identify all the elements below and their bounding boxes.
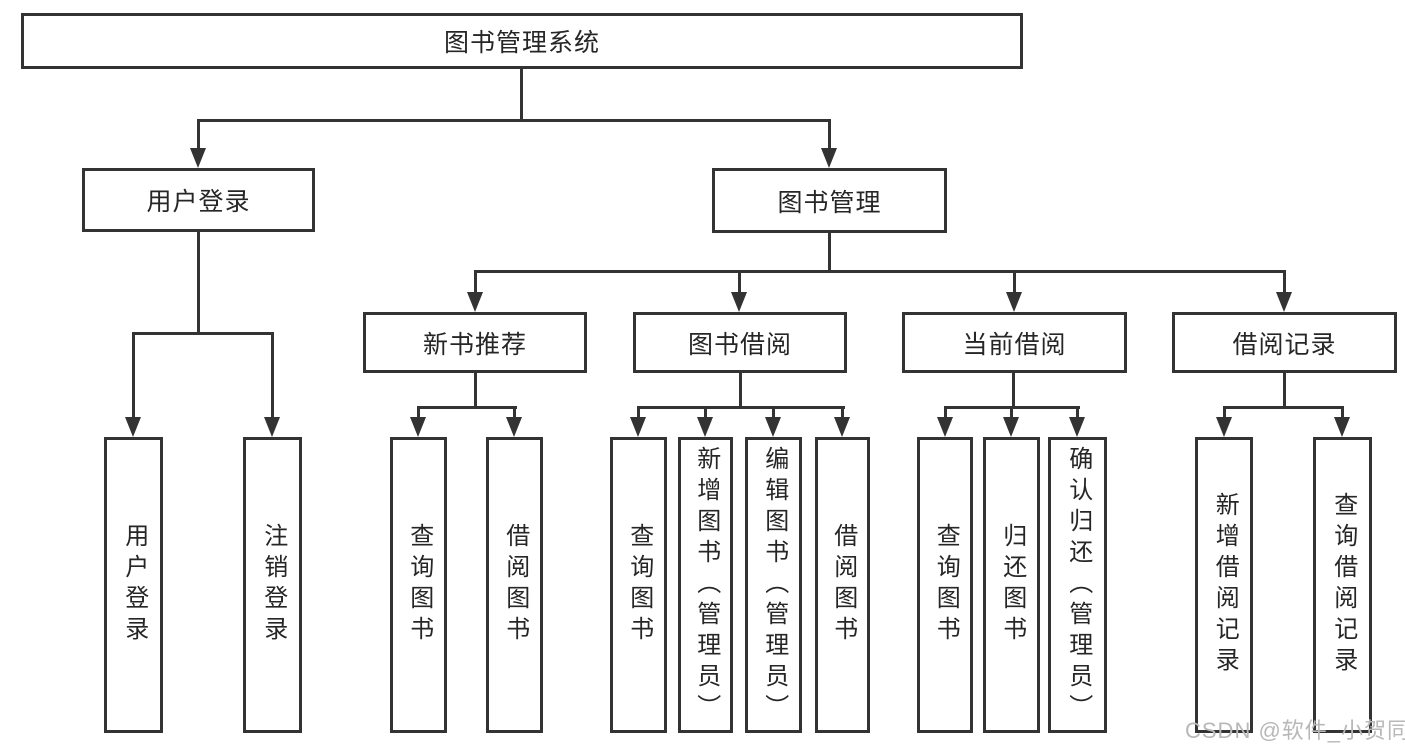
node-label: 图书借阅 — [687, 330, 792, 359]
arrow-down-icon — [697, 417, 713, 437]
leaf-query-books-current: 查询图书 — [917, 437, 973, 733]
connector-line — [637, 406, 640, 419]
connector-line — [1010, 406, 1013, 419]
arrow-down-icon — [765, 417, 781, 437]
connector-line — [841, 406, 844, 419]
leaf-label: 编辑图书（管理员） — [760, 445, 788, 725]
arrow-down-icon — [1003, 417, 1019, 437]
leaf-label: 借阅图书 — [829, 523, 857, 647]
arrow-down-icon — [125, 417, 141, 437]
connector-line — [132, 332, 135, 419]
leaf-return-books: 归还图书 — [983, 437, 1040, 733]
connector-line — [772, 406, 775, 419]
connector-line — [1341, 406, 1344, 419]
connector-line — [197, 119, 831, 122]
node-new-book-recommendation: 新书推荐 — [363, 312, 587, 373]
connector-line — [1283, 373, 1286, 409]
connector-line — [474, 270, 1286, 273]
connector-line — [197, 232, 200, 335]
connector-line — [474, 270, 477, 295]
csdn-watermark: CSDN @软件_小贺同学 — [1185, 718, 1405, 743]
arrow-down-icon — [190, 148, 206, 168]
arrow-down-icon — [467, 292, 483, 312]
arrow-down-icon — [1334, 417, 1350, 437]
connector-line — [417, 406, 517, 409]
node-library-management-system: 图书管理系统 — [21, 13, 1023, 69]
arrow-down-icon — [821, 148, 837, 168]
leaf-query-books-borrow: 查询图书 — [610, 437, 667, 733]
arrow-down-icon — [937, 417, 953, 437]
node-book-management: 图书管理 — [712, 168, 947, 233]
connector-line — [132, 332, 274, 335]
leaf-label: 查询借阅记录 — [1329, 492, 1357, 678]
arrow-down-icon — [1069, 417, 1085, 437]
leaf-label: 确认归还（管理员） — [1064, 445, 1092, 725]
connector-line — [271, 332, 274, 419]
leaf-label: 注销登录 — [259, 523, 287, 647]
connector-line — [704, 406, 707, 419]
leaf-label: 查询图书 — [405, 523, 433, 647]
leaf-label: 用户登录 — [120, 523, 148, 647]
arrow-down-icon — [410, 417, 426, 437]
leaf-label: 归还图书 — [998, 523, 1026, 647]
connector-line — [417, 406, 420, 419]
arrow-down-icon — [1216, 417, 1232, 437]
connector-line — [738, 270, 741, 295]
leaf-user-login: 用户登录 — [104, 437, 163, 733]
connector-line — [1076, 406, 1079, 419]
leaf-label: 借阅图书 — [501, 523, 529, 647]
connector-line — [1223, 406, 1226, 419]
connector-line — [637, 406, 845, 409]
arrow-down-icon — [1276, 292, 1292, 312]
connector-line — [828, 232, 831, 273]
arrow-down-icon — [834, 417, 850, 437]
node-label: 用户登录 — [146, 188, 251, 216]
arrow-down-icon — [731, 292, 747, 312]
arrow-down-icon — [264, 417, 280, 437]
node-current-borrowing: 当前借阅 — [902, 312, 1127, 373]
connector-line — [1012, 373, 1015, 409]
leaf-add-books-admin: 新增图书（管理员） — [678, 437, 733, 733]
connector-line — [1223, 406, 1344, 409]
node-label: 图书管理系统 — [443, 29, 600, 57]
connector-line — [513, 406, 516, 419]
leaf-borrow-books-recommend: 借阅图书 — [486, 437, 543, 733]
leaf-query-borrow-record: 查询借阅记录 — [1313, 437, 1372, 733]
leaf-label: 查询图书 — [625, 523, 653, 647]
leaf-query-books-recommend: 查询图书 — [390, 437, 447, 733]
leaf-edit-books-admin: 编辑图书（管理员） — [745, 437, 802, 733]
node-label: 借阅记录 — [1232, 330, 1337, 359]
node-label: 新书推荐 — [422, 330, 527, 359]
arrow-down-icon — [1006, 292, 1022, 312]
leaf-logout: 注销登录 — [243, 437, 302, 733]
connector-line — [739, 373, 742, 409]
arrow-down-icon — [630, 417, 646, 437]
connector-line — [1013, 270, 1016, 295]
node-borrowing-records: 借阅记录 — [1172, 312, 1397, 373]
connector-line — [520, 69, 523, 122]
leaf-label: 新增图书（管理员） — [692, 445, 720, 725]
leaf-label: 新增借阅记录 — [1211, 492, 1239, 678]
arrow-down-icon — [506, 417, 522, 437]
connector-line — [828, 119, 831, 150]
node-book-borrowing: 图书借阅 — [633, 312, 847, 373]
connector-line — [197, 119, 200, 150]
connector-line — [944, 406, 947, 419]
leaf-label: 查询图书 — [932, 523, 960, 647]
leaf-borrow-books: 借阅图书 — [815, 437, 870, 733]
node-label: 图书管理 — [777, 188, 882, 217]
leaf-confirm-return-admin: 确认归还（管理员） — [1048, 437, 1107, 733]
node-label: 当前借阅 — [962, 330, 1067, 359]
connector-line — [1283, 270, 1286, 295]
connector-line — [474, 373, 477, 409]
node-user-login: 用户登录 — [82, 168, 315, 232]
leaf-add-borrow-record: 新增借阅记录 — [1195, 437, 1253, 733]
